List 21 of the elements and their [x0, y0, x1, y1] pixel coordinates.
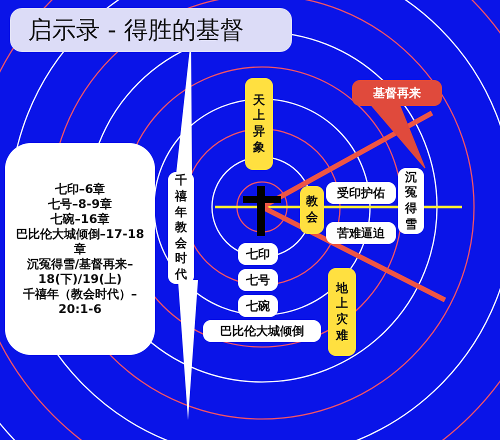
callout-box: 千禧年教会时代: [168, 172, 194, 284]
label-box: 七印: [238, 243, 278, 265]
text-line: 千禧年（教会时代）–20:1-6: [22, 286, 138, 316]
text-line: 七号–8-9章: [48, 196, 112, 212]
label-box: 七碗: [238, 295, 278, 317]
text-line: 七碗–16章: [50, 212, 110, 226]
label-box: 地上灾难: [328, 268, 356, 356]
text-line: 巴比伦大城倾倒–17-18章: [15, 226, 145, 256]
label-box: 教会: [300, 186, 324, 234]
label-box: 沉冤得雪: [398, 168, 424, 234]
label-box: 受印护佑: [326, 182, 396, 204]
summary-card: [5, 143, 155, 355]
label-box: 苦难逼迫: [326, 222, 396, 244]
label-box: 巴比伦大城倾倒: [203, 320, 321, 342]
title: 启示录 - 得胜的基督: [10, 8, 292, 52]
text-line: 沉冤得雪/基督再来–18(下)/19(上): [26, 256, 134, 286]
leader-line: [370, 106, 426, 168]
text-line: 七印–6章: [54, 182, 106, 196]
label-box: 天上异象: [245, 78, 273, 170]
callout-box: 基督再来: [352, 80, 442, 106]
label-box: 七号: [238, 269, 278, 291]
